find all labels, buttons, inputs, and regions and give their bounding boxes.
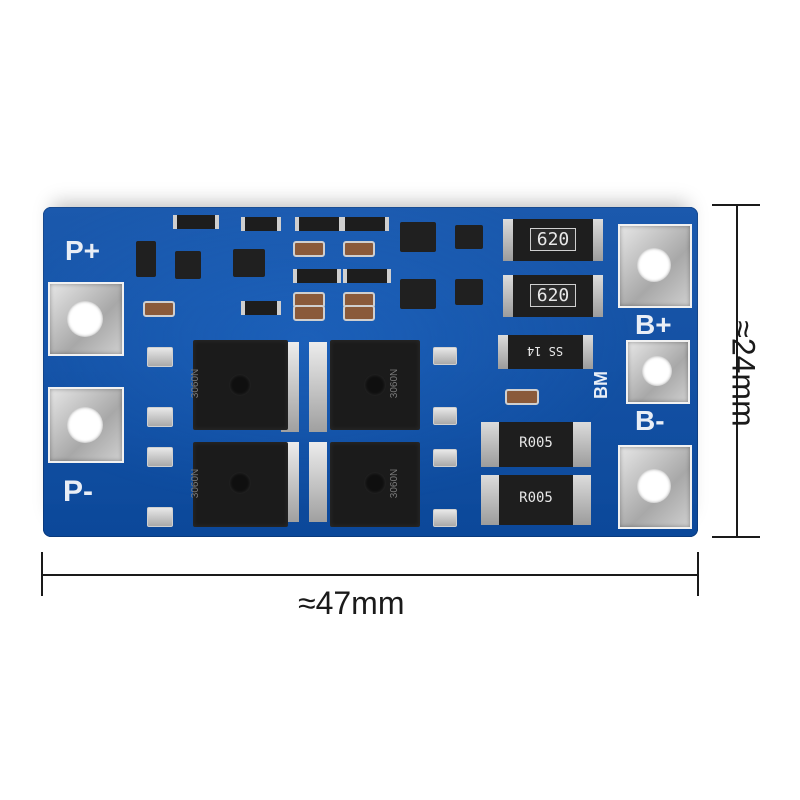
smd-resistor bbox=[295, 217, 343, 231]
mosfet-drain-pad bbox=[309, 442, 327, 522]
protection-ic bbox=[175, 251, 201, 279]
diode: SS 14 bbox=[498, 335, 593, 369]
smd-resistor bbox=[173, 215, 219, 229]
mosfet-3: 3060N bbox=[190, 442, 288, 527]
smd-capacitor bbox=[143, 301, 175, 317]
pcb-board: P+ P- B+ BM B- bbox=[43, 207, 698, 537]
mosfet-marking: 3060N bbox=[190, 368, 202, 399]
mosfet-drain-pad bbox=[309, 342, 327, 432]
protection-ic bbox=[400, 222, 436, 252]
mosfet-1: 3060N bbox=[190, 340, 288, 430]
shunt-resistor-bottom: R005 bbox=[481, 475, 591, 525]
shunt-marking: R005 bbox=[519, 435, 553, 451]
width-label: ≈47mm bbox=[298, 585, 405, 621]
protection-ic bbox=[455, 279, 483, 305]
mounting-hole bbox=[637, 248, 671, 282]
width-dimension-tick-right bbox=[697, 552, 699, 596]
mosfet-pin bbox=[147, 407, 173, 427]
mosfet-2: 3060N bbox=[330, 340, 420, 430]
terminal-p-plus-pad bbox=[48, 282, 124, 356]
label-b-plus: B+ bbox=[635, 309, 672, 340]
height-label: ≈24mm bbox=[725, 320, 762, 427]
smd-resistor bbox=[241, 301, 281, 315]
smd-resistor bbox=[293, 269, 341, 283]
terminal-b-minus-pad bbox=[618, 445, 692, 529]
smd-resistor bbox=[341, 217, 389, 231]
mosfet-pin bbox=[433, 407, 457, 425]
terminal-b-plus-top-pad bbox=[618, 224, 692, 308]
smd-capacitor bbox=[343, 241, 375, 257]
mosfet-marking: 3060N bbox=[389, 368, 401, 399]
width-dimension-tick-left bbox=[41, 552, 43, 596]
mounting-hole bbox=[67, 407, 103, 443]
label-p-plus: P+ bbox=[65, 235, 101, 266]
height-dimension-tick-top bbox=[712, 204, 760, 206]
diode-marking: SS 14 bbox=[527, 344, 564, 358]
label-p-minus: P- bbox=[63, 475, 93, 508]
smd-capacitor bbox=[505, 389, 539, 405]
terminal-bm-pad bbox=[626, 340, 690, 404]
smd-resistor bbox=[343, 269, 391, 283]
mosfet-pin bbox=[433, 347, 457, 365]
mosfet-marking: 3060N bbox=[190, 468, 202, 499]
label-b-minus: B- bbox=[635, 405, 665, 436]
smd-resistor bbox=[241, 217, 281, 231]
shunt-marking: R005 bbox=[519, 490, 553, 506]
terminal-p-minus-pad bbox=[48, 387, 124, 463]
mounting-hole bbox=[637, 469, 671, 503]
height-dimension-line bbox=[736, 205, 738, 537]
mosfet-pin bbox=[147, 347, 173, 367]
protection-ic bbox=[233, 249, 265, 277]
resistor-620-bottom: 620 bbox=[503, 275, 603, 317]
label-bm: BM bbox=[591, 371, 611, 399]
mosfet-marking: 3060N bbox=[389, 468, 401, 499]
smd-capacitor bbox=[293, 241, 325, 257]
mosfet-4: 3060N bbox=[330, 442, 420, 527]
mosfet-pin bbox=[147, 447, 173, 467]
mounting-hole bbox=[642, 356, 672, 386]
protection-ic bbox=[136, 241, 156, 277]
height-dimension-tick-bottom bbox=[712, 536, 760, 538]
protection-ic bbox=[400, 279, 436, 309]
mosfet-pin bbox=[147, 507, 173, 527]
shunt-resistor-top: R005 bbox=[481, 422, 591, 467]
protection-ic bbox=[455, 225, 483, 249]
width-dimension-line bbox=[42, 574, 699, 576]
smd-capacitor bbox=[343, 305, 375, 321]
smd-capacitor bbox=[293, 305, 325, 321]
resistor-620-top: 620 bbox=[503, 219, 603, 261]
resistor-marking: 620 bbox=[529, 228, 577, 251]
resistor-marking: 620 bbox=[529, 284, 577, 307]
mosfet-pin bbox=[433, 449, 457, 467]
mosfet-pin bbox=[433, 509, 457, 527]
mounting-hole bbox=[67, 301, 103, 337]
